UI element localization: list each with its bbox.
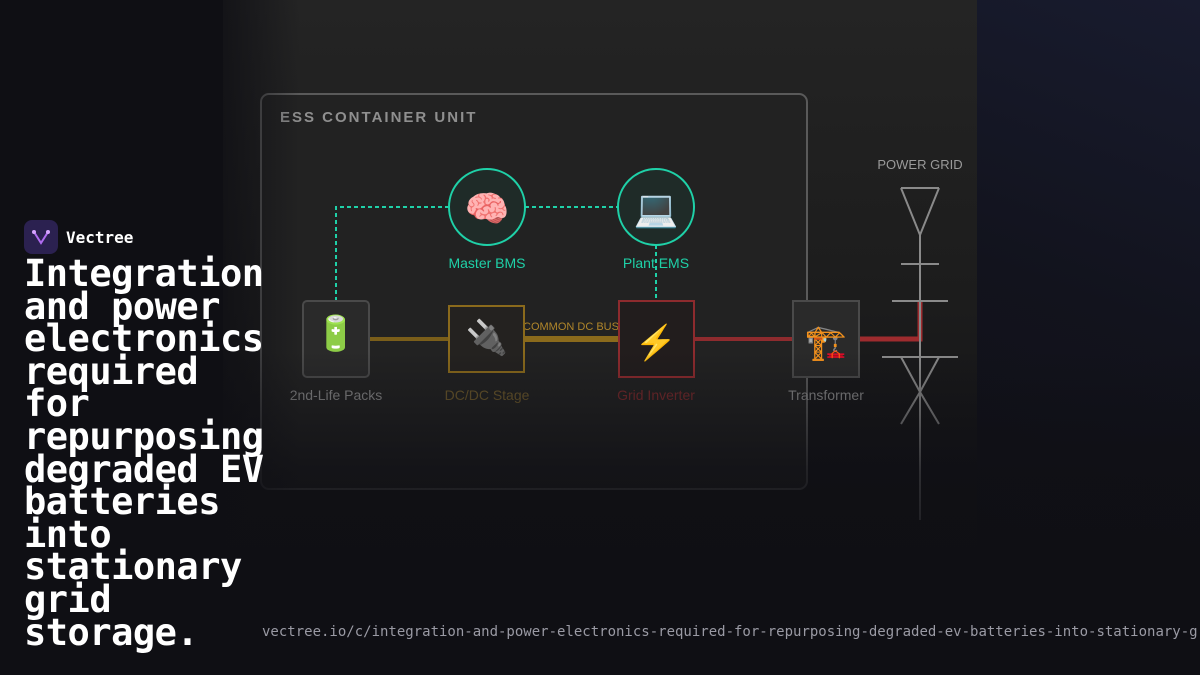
common-dc-bus-label: COMMON DC BUS <box>523 321 619 333</box>
packs-label: 2nd-Life Packs <box>290 387 383 403</box>
dcdc-label: DC/DC Stage <box>445 387 530 403</box>
transformer-label: Transformer <box>788 387 864 403</box>
laptop-icon: 💻 <box>634 188 679 229</box>
ess-container-title: ESS CONTAINER UNIT <box>280 109 477 126</box>
power-grid-label: POWER GRID <box>877 157 962 172</box>
inverter-label: Grid Inverter <box>617 387 695 403</box>
lightning-icon: ⚡ <box>635 323 677 363</box>
transmission-tower-icon <box>882 187 958 520</box>
brain-icon: 🧠 <box>465 188 510 229</box>
battery-icon: 🔋 <box>315 314 357 353</box>
page-title: Integration and power electronics requir… <box>24 252 264 654</box>
vectree-logo-icon <box>24 220 58 254</box>
brand: Vectree <box>24 220 133 254</box>
plant-ems-label: Plant EMS <box>623 255 689 271</box>
page-url: vectree.io/c/integration-and-power-elect… <box>262 624 1200 640</box>
brand-name: Vectree <box>66 227 134 247</box>
ess-container-box <box>260 93 808 490</box>
master-bms-label: Master BMS <box>448 255 525 271</box>
plug-icon: 🔌 <box>466 318 508 357</box>
ac-link-transformer-grid <box>860 301 923 342</box>
crane-icon: 🏗️ <box>805 324 847 362</box>
